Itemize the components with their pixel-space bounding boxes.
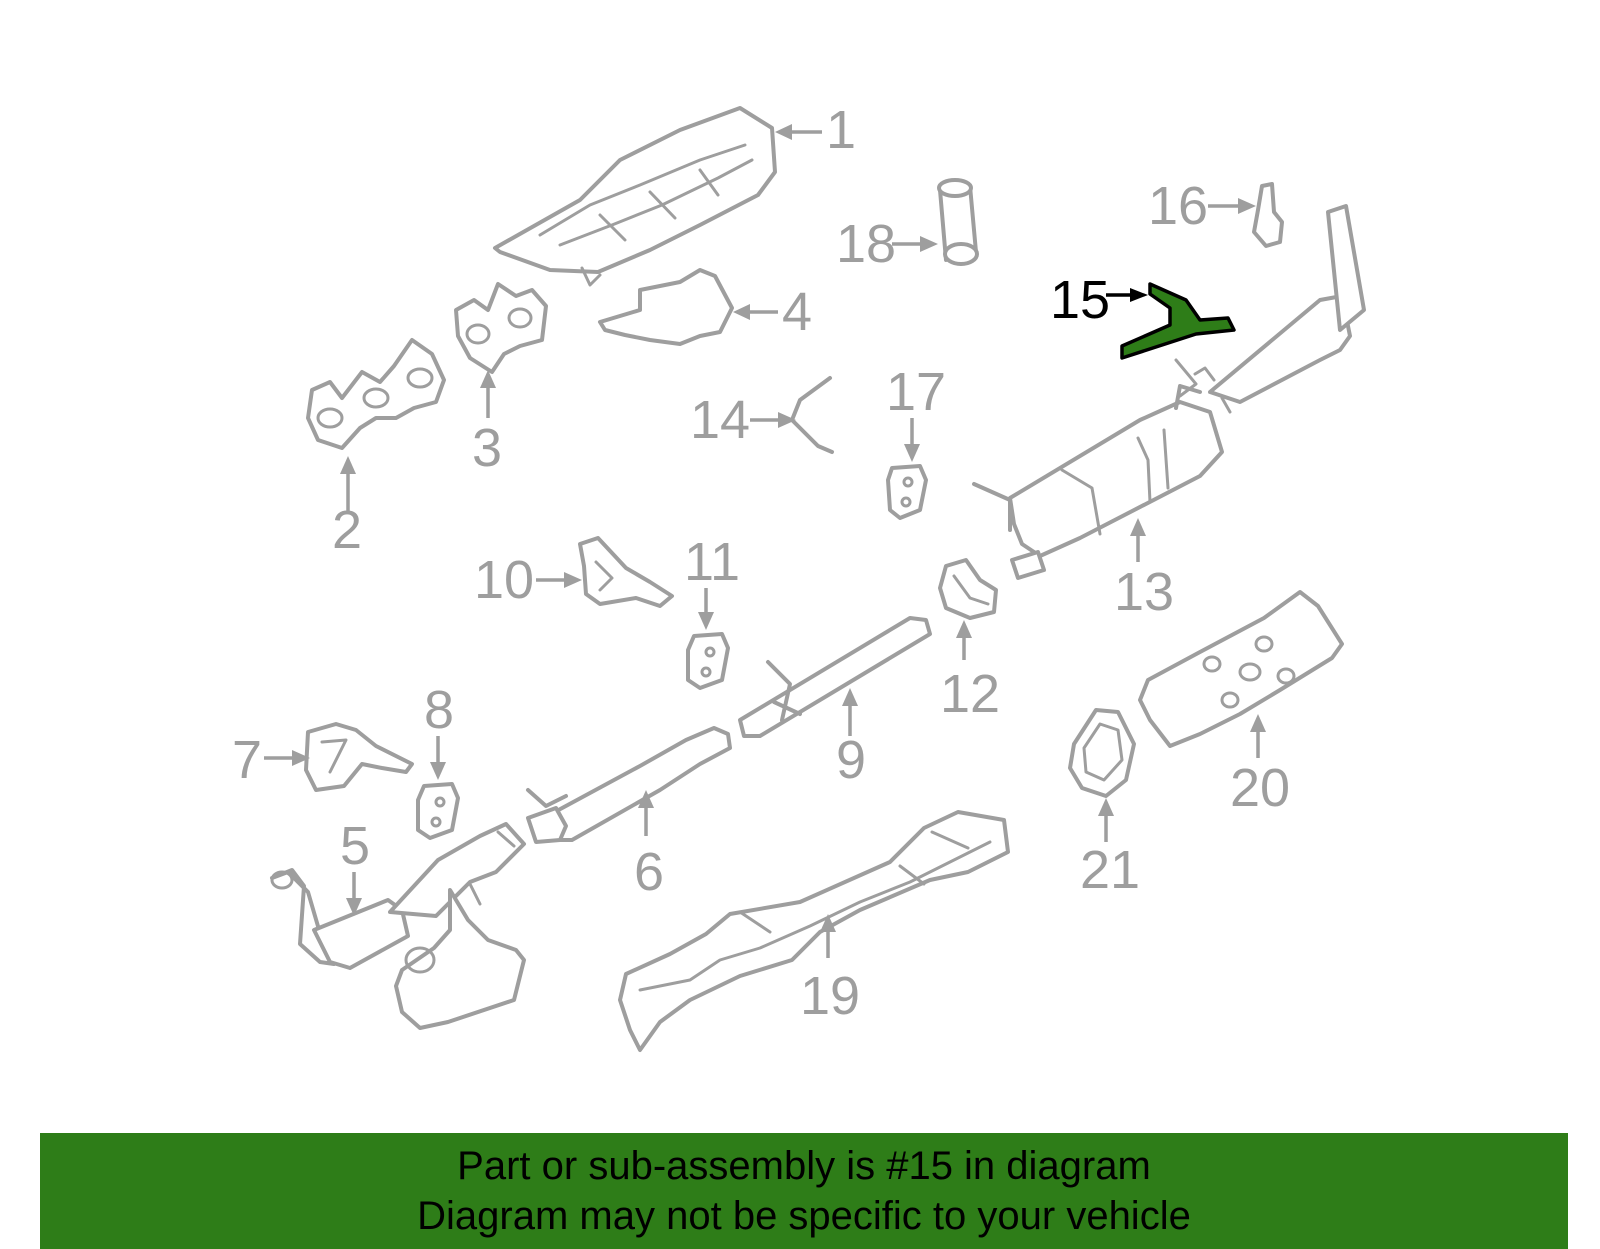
banner-disclaimer: Diagram may not be specific to your vehi… [417,1194,1191,1238]
part-6-front-pipe[interactable] [526,726,732,844]
callout-14: 14 [690,390,796,450]
callout-10: 10 [474,550,582,610]
exhaust-system-diagram: 1 2 3 4 18 [232,100,1366,1052]
part-11-insulator[interactable] [686,632,730,690]
part-tailpipe[interactable] [1174,204,1366,414]
callout-label-9: 9 [836,730,866,790]
callout-11: 11 [684,532,740,630]
info-banner: Part or sub-assembly is #15 in diagram D… [40,1133,1568,1249]
callout-label-17: 17 [886,362,946,422]
part-21-gasket[interactable] [1068,708,1136,798]
callout-1: 1 [775,100,856,160]
part-15-hanger-bracket[interactable] [1120,282,1236,360]
callout-label-10: 10 [474,550,534,610]
callout-3: 3 [472,370,502,478]
part-8-insulator[interactable] [416,782,460,840]
callout-label-14: 14 [690,390,750,450]
callout-label-19: 19 [800,966,860,1026]
callout-label-7: 7 [232,730,262,790]
callout-12: 12 [940,620,1000,724]
part-5-y-pipe-converters[interactable] [270,822,526,1030]
part-3-gasket[interactable] [454,282,548,374]
callout-17: 17 [886,362,946,462]
part-12-clamp[interactable] [938,558,998,620]
callout-label-3: 3 [472,418,502,478]
part-14-hanger[interactable] [790,376,834,454]
callout-19: 19 [800,914,860,1026]
callout-15: 15 [1050,270,1148,330]
callout-2: 2 [332,456,362,560]
part-4-gasket[interactable] [598,268,734,346]
banner-part-note: Part or sub-assembly is #15 in diagram [457,1144,1151,1188]
part-2-gasket[interactable] [306,338,446,450]
part-13-muffler[interactable] [972,384,1224,580]
callout-label-5: 5 [340,816,370,876]
callout-label-13: 13 [1114,562,1174,622]
part-18-plug[interactable] [937,178,979,266]
callout-5: 5 [340,816,370,916]
part-9-pipe[interactable] [738,616,932,738]
part-20-heat-shield[interactable] [1138,590,1344,748]
callout-13: 13 [1114,518,1174,622]
callout-label-1: 1 [826,100,856,160]
callout-8: 8 [424,680,454,780]
callout-label-15: 15 [1050,270,1110,330]
part-16-clip[interactable] [1252,182,1284,248]
callout-label-16: 16 [1148,176,1208,236]
callout-label-12: 12 [940,664,1000,724]
callout-20: 20 [1230,714,1290,818]
callout-21: 21 [1080,798,1140,900]
callout-4: 4 [733,282,812,342]
part-19-heat-shield[interactable] [618,810,1010,1052]
part-7-bracket[interactable] [304,722,414,792]
callout-9: 9 [836,688,866,790]
callout-label-8: 8 [424,680,454,740]
callout-label-18: 18 [836,214,896,274]
callout-label-21: 21 [1080,840,1140,900]
part-10-bracket[interactable] [578,536,674,608]
callout-label-20: 20 [1230,758,1290,818]
callout-label-4: 4 [782,282,812,342]
callout-16: 16 [1148,176,1256,236]
part-1-heat-shield[interactable] [493,106,777,287]
part-17-insulator[interactable] [886,464,928,520]
callout-18: 18 [836,214,938,274]
callout-6: 6 [634,790,664,902]
callout-label-2: 2 [332,500,362,560]
callout-label-6: 6 [634,842,664,902]
callout-7: 7 [232,730,310,790]
callout-label-11: 11 [684,532,740,592]
